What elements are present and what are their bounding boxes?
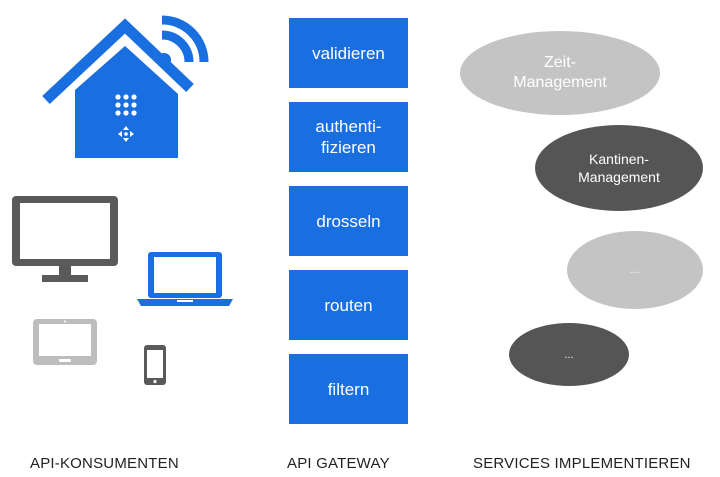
gateway-step-routen: routen — [289, 270, 408, 340]
services-label: SERVICES IMPLEMENTIEREN — [473, 455, 691, 472]
service-placeholder-light: ... — [567, 231, 703, 309]
service-kantinen-management: Kantinen- Management — [535, 125, 703, 211]
consumers-label: API-KONSUMENTEN — [30, 455, 179, 472]
desktop-monitor-icon — [12, 196, 118, 282]
smartphone-icon — [144, 345, 166, 385]
laptop-icon — [137, 252, 233, 306]
gateway-step-authentifizieren: authenti- fizieren — [289, 102, 408, 172]
gateway-step-filtern: filtern — [289, 354, 408, 424]
gateway-step-drosseln: drosseln — [289, 186, 408, 256]
service-zeit-management: Zeit- Management — [460, 31, 660, 115]
gateway-step-validieren: validieren — [289, 18, 408, 88]
gateway-label: API GATEWAY — [287, 455, 390, 472]
tablet-icon — [33, 319, 97, 365]
smart-home-icon — [42, 15, 209, 158]
service-placeholder-dark: ... — [509, 323, 629, 386]
